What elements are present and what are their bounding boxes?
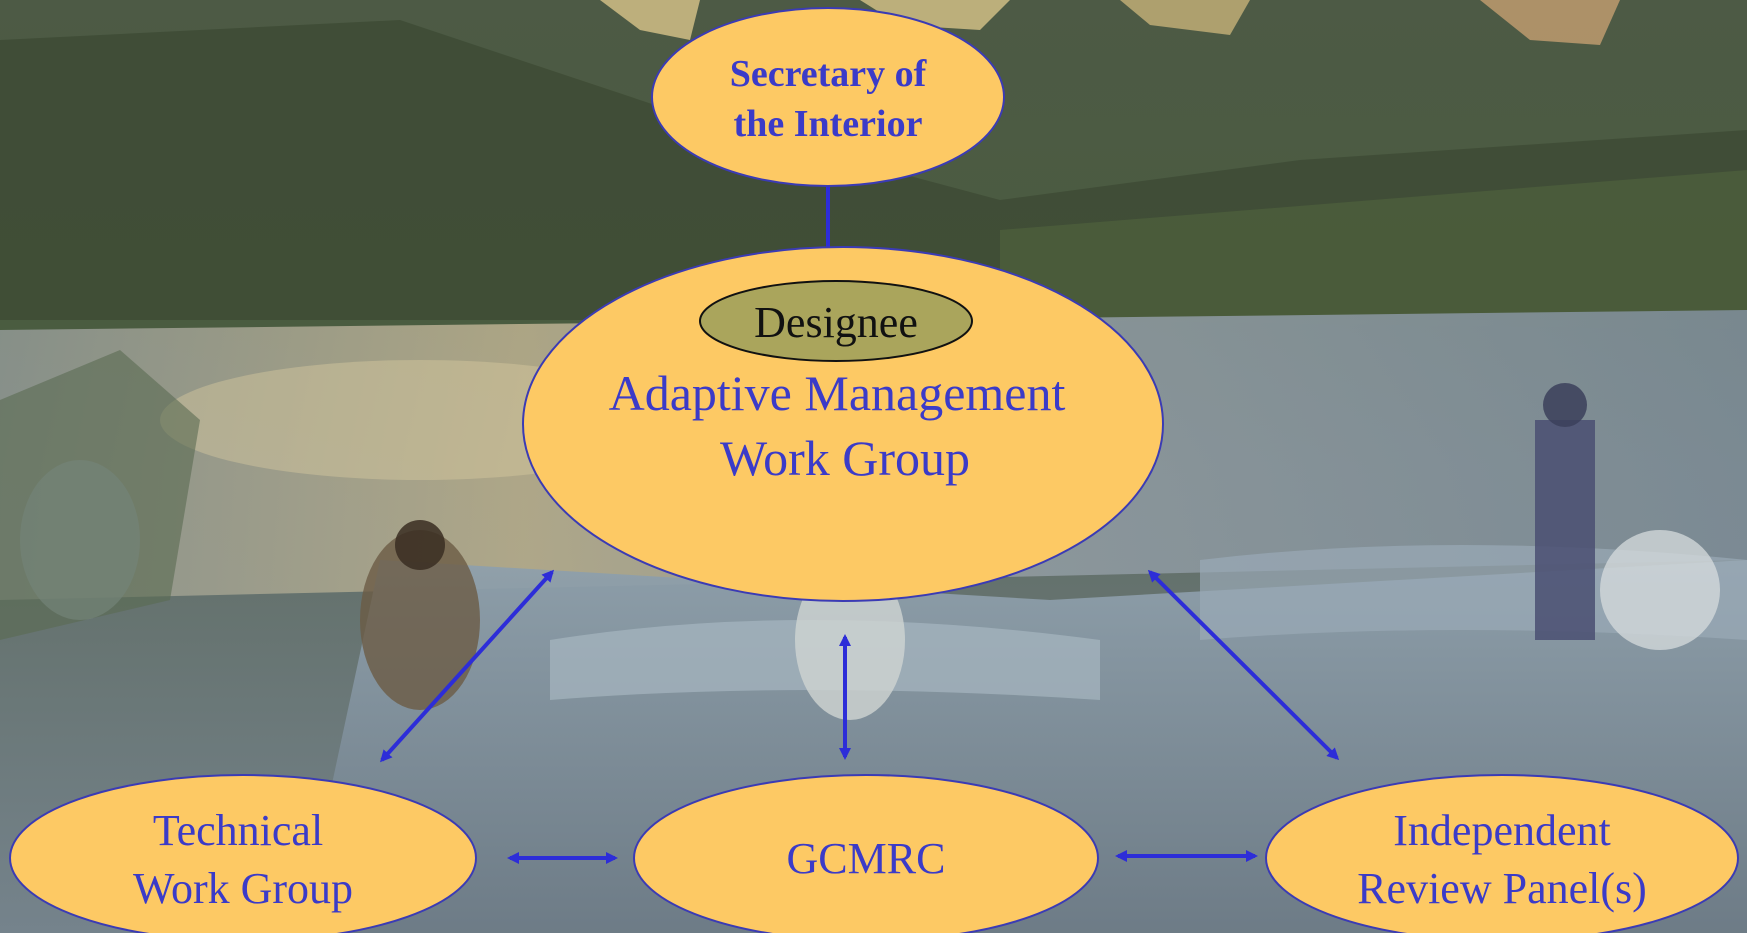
twg-line1: Technical xyxy=(153,806,323,855)
twg-node: Technical Work Group xyxy=(9,774,477,933)
gcmrc-label: GCMRC xyxy=(787,834,946,883)
secretary-node: Secretary of the Interior xyxy=(651,7,1005,187)
amwg-line1: Adaptive Management xyxy=(609,365,1066,421)
irp-node: Independent Review Panel(s) xyxy=(1265,774,1739,933)
amwg-twg-arrow xyxy=(379,569,555,763)
secretary-line1: Secretary of xyxy=(730,53,928,95)
secretary-line2: the Interior xyxy=(734,103,923,145)
amwg-line2: Work Group xyxy=(720,430,970,486)
gcmrc-node: GCMRC xyxy=(633,774,1099,933)
designee-label: Designee xyxy=(754,298,918,347)
amwg-irp-arrow xyxy=(1147,569,1340,761)
twg-line2: Work Group xyxy=(133,864,353,913)
amwg-node: Adaptive Management Work Group xyxy=(522,246,1164,602)
designee-node: Designee xyxy=(699,280,973,362)
irp-line2: Review Panel(s) xyxy=(1357,864,1647,913)
irp-line1: Independent xyxy=(1393,806,1610,855)
